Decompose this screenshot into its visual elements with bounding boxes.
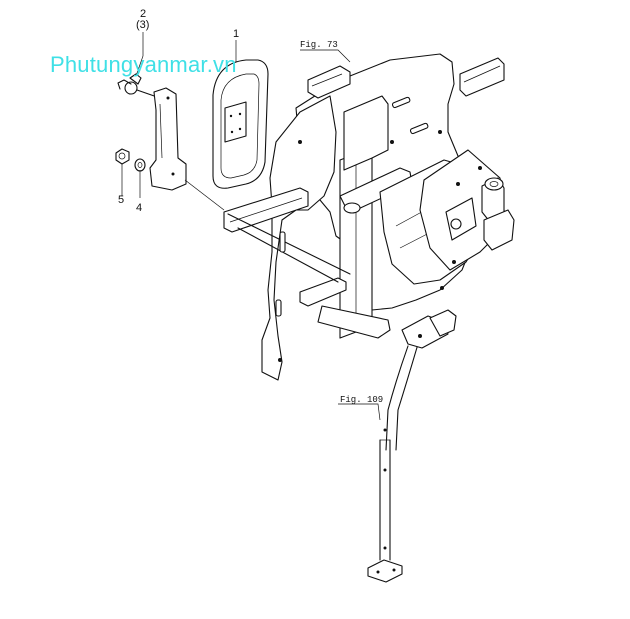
lever-rod <box>367 309 457 583</box>
fig-73-label: Fig. 73 <box>300 40 338 50</box>
main-frame <box>223 53 515 381</box>
mirror-part <box>212 59 269 189</box>
leader-fig-73 <box>300 49 351 63</box>
washer-part <box>134 158 146 172</box>
watermark-text: Phutungyanmar.vn <box>50 52 237 77</box>
callout-part-2: 2 <box>140 8 147 20</box>
leader-fig-109 <box>338 403 381 421</box>
callout-part-1: 1 <box>233 28 240 40</box>
leader-part-2 <box>135 32 144 77</box>
callout-part-3: (3) <box>136 19 150 31</box>
fig-109-label: Fig. 109 <box>340 395 384 405</box>
nut-part <box>115 148 130 165</box>
mirror-bracket <box>117 73 225 211</box>
callout-part-4: 4 <box>136 202 143 214</box>
callout-part-5: 5 <box>118 194 125 206</box>
